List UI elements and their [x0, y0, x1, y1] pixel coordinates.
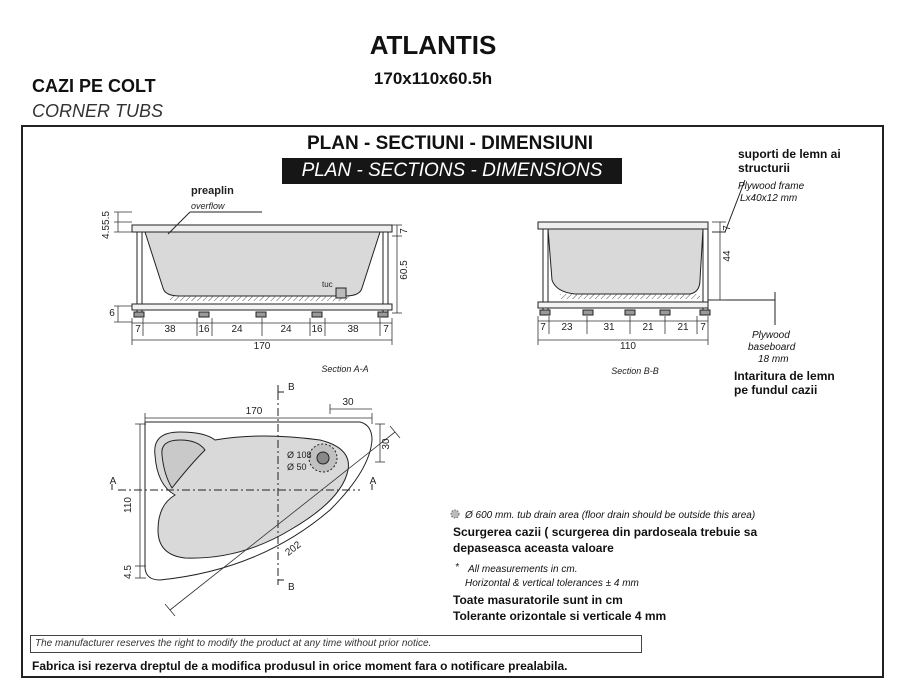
drain-label: tuc — [322, 280, 333, 289]
measure-en-2: Horizontal & vertical tolerances ± 4 mm — [465, 578, 639, 589]
section-aa-segment-ticks — [142, 318, 381, 336]
plan-dim-offset-top: 30 — [342, 397, 354, 408]
measure-en-1: All measurements in cm. — [467, 564, 577, 575]
caption-bb: Section B-B — [611, 366, 659, 376]
asterisk-mark: * — [455, 562, 460, 573]
caption-aa: Section A-A — [321, 364, 368, 374]
section-bb-dimensions — [537, 221, 726, 345]
disclaimer-en: The manufacturer reserves the right to m… — [30, 635, 642, 653]
plan-dim-bottom: 4.5 — [123, 565, 134, 579]
seg-aa-1: 7 — [135, 324, 141, 335]
section-bb-drawing — [537, 179, 776, 325]
seg-aa-4: 24 — [231, 324, 243, 335]
product-dimensions: 170x110x60.5h — [373, 69, 493, 88]
drain-diameter-outer: Ø 108 — [287, 450, 312, 460]
dim-aa-mid: 4.5 — [101, 225, 112, 239]
baseboard-en-3: 18 mm — [758, 354, 789, 365]
baseboard-ro-1: Intaritura de lemn — [734, 369, 835, 383]
total-bb: 110 — [620, 341, 636, 352]
section-marker-b-top: B — [288, 382, 295, 393]
section-marker-a-right: A — [370, 476, 377, 487]
seg-bb-6: 7 — [700, 322, 706, 333]
seg-bb-5: 21 — [677, 322, 689, 333]
disclaimer-ro: Fabrica isi rezerva dreptul de a modific… — [32, 659, 568, 673]
plan-dim-diagonal: 202 — [283, 539, 303, 558]
plan-dim-width: 110 — [123, 497, 134, 513]
measure-ro-1: Toate masuratorile sunt in cm — [453, 593, 623, 607]
section-aa-labels: 5.5 4.5 6 7 60.5 7 38 16 24 24 16 38 7 1… — [101, 185, 410, 374]
seg-aa-3: 16 — [198, 324, 210, 335]
supports-en-2: Lx40x12 mm — [740, 193, 797, 204]
product-title: ATLANTIS — [369, 30, 497, 60]
overflow-label-en: overflow — [191, 201, 225, 211]
section-aa-drawing — [131, 211, 393, 318]
seg-aa-5: 24 — [280, 324, 292, 335]
drain-area-en: Ø 600 mm. tub drain area (floor drain sh… — [464, 510, 755, 521]
baseboard-ro-2: pe fundul cazii — [734, 383, 817, 397]
notes: suporti de lemn ai structurii Plywood fr… — [450, 147, 841, 623]
dim-aa-bottom: 6 — [109, 308, 115, 319]
category-en: CORNER TUBS — [32, 101, 164, 121]
baseboard-en-2: baseboard — [748, 342, 796, 353]
baseboard-en-1: Plywood — [752, 330, 790, 341]
measure-ro-2: Tolerante orizontale si verticale 4 mm — [453, 609, 666, 623]
drawing-frame — [21, 125, 884, 678]
drain-diameter-inner: Ø 50 — [287, 462, 307, 472]
supports-ro-2: structurii — [738, 161, 790, 175]
total-aa: 170 — [254, 341, 271, 352]
dim-aa-rim: 7 — [399, 228, 410, 234]
plan-dim-offset-side: 30 — [381, 438, 392, 450]
dim-bb-height: 44 — [722, 250, 733, 262]
section-marker-a-left: A — [110, 476, 117, 487]
seg-bb-3: 31 — [603, 322, 615, 333]
dim-bb-rim: 7 — [722, 225, 733, 231]
drain-area-ro-2: depaseasca aceasta valoare — [453, 541, 614, 555]
seg-aa-2: 38 — [164, 324, 176, 335]
category-ro: CAZI PE COLT — [32, 76, 156, 96]
plan-view-dimensions — [135, 404, 401, 617]
dim-aa-height: 60.5 — [399, 260, 410, 280]
panel-heading-en: PLAN - SECTIONS - DIMENSIONS — [282, 158, 622, 184]
dim-aa-top: 5.5 — [101, 211, 112, 225]
seg-bb-4: 21 — [642, 322, 654, 333]
seg-bb-2: 23 — [561, 322, 573, 333]
drain-area-ro-1: Scurgerea cazii ( scurgerea din pardosea… — [453, 525, 757, 539]
section-bb-labels: 7 44 7 23 31 21 21 7 110 Section B-B — [540, 225, 733, 376]
section-marker-b-bottom: B — [288, 582, 295, 593]
supports-ro-1: suporti de lemn ai — [738, 147, 841, 161]
seg-aa-7: 38 — [347, 324, 359, 335]
plan-view-markers — [111, 385, 373, 585]
overflow-label-ro: preaplin — [191, 185, 234, 197]
panel-heading-ro: PLAN - SECTIUNI - DIMENSIUNI — [306, 133, 594, 154]
supports-en-1: Plywood frame — [738, 181, 805, 192]
seg-aa-6: 16 — [311, 324, 323, 335]
seg-bb-1: 7 — [540, 322, 546, 333]
plan-view-drawing — [118, 392, 373, 581]
plan-dim-length: 170 — [246, 406, 263, 417]
drain-area-icon — [450, 509, 460, 519]
seg-aa-8: 7 — [383, 324, 389, 335]
